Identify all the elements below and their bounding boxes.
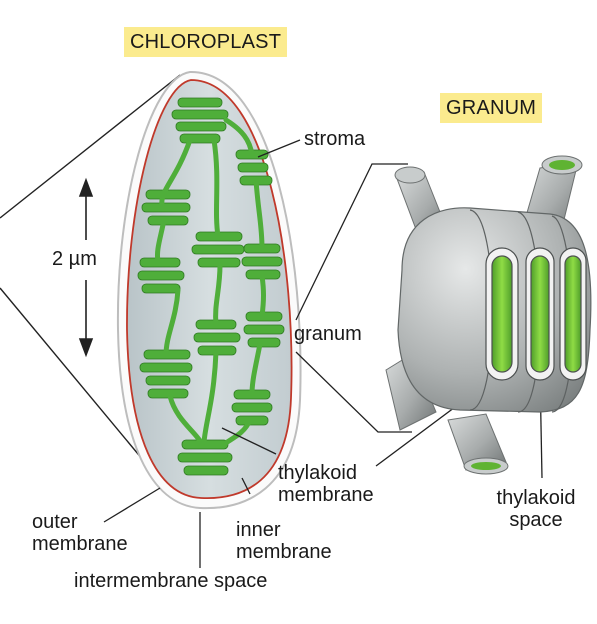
label-thylakoid-membrane: thylakoid membrane — [278, 462, 374, 506]
thylakoid-network — [137, 97, 285, 476]
label-granum: granum — [294, 323, 362, 345]
label-thylakoid-space: thylakoid space — [496, 487, 576, 531]
label-inner-membrane: inner membrane — [236, 519, 332, 563]
title-granum: GRANUM — [440, 93, 543, 123]
granum-cut-faces — [485, 247, 587, 381]
stroma-lamellae — [155, 117, 266, 449]
scale-bar — [78, 177, 94, 358]
label-scale: 2 µm — [52, 248, 97, 270]
label-intermembrane-space: intermembrane space — [74, 570, 268, 592]
label-stroma: stroma — [304, 128, 366, 150]
granum-illustration — [385, 155, 592, 475]
label-outer-membrane: outer membrane — [32, 511, 128, 555]
zoom-lines — [0, 74, 181, 479]
chloroplast — [116, 70, 302, 510]
title-chloroplast: CHLOROPLAST — [124, 27, 288, 57]
